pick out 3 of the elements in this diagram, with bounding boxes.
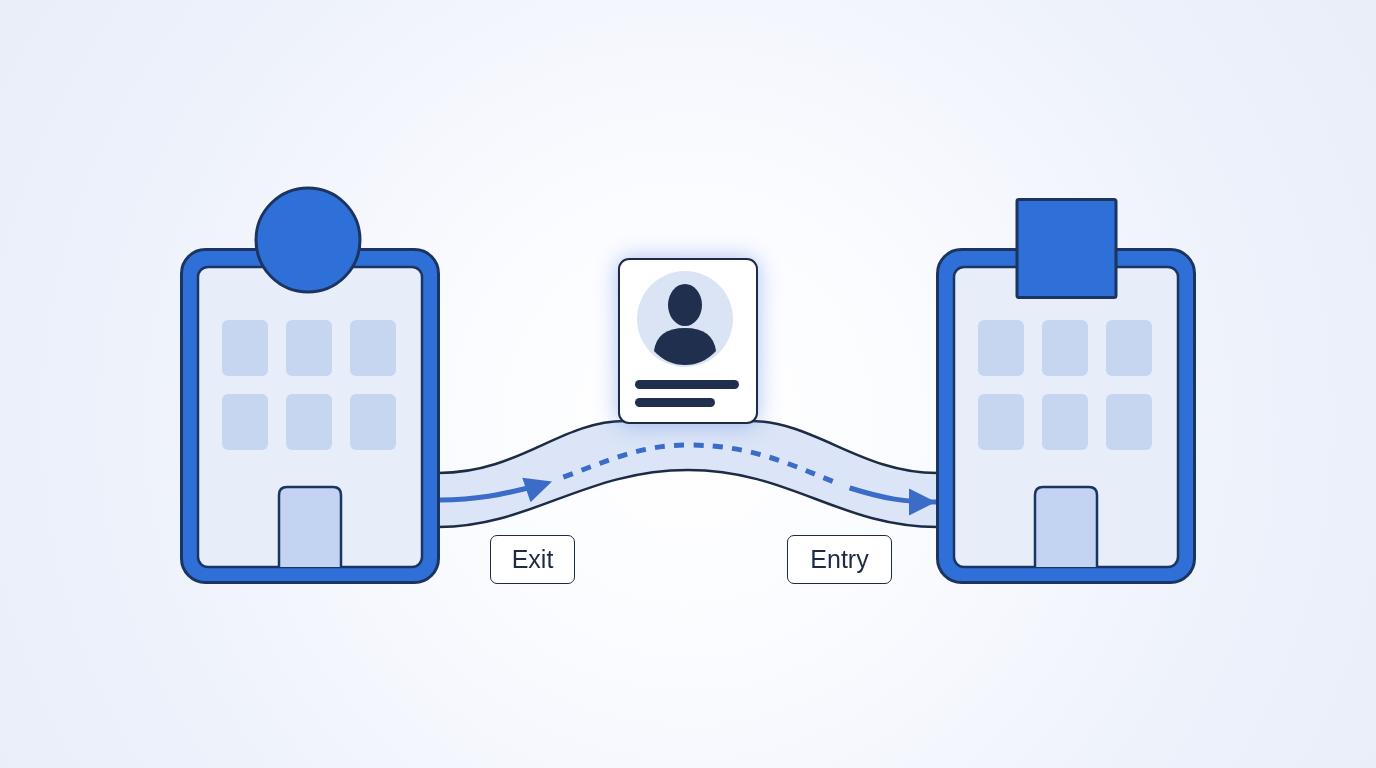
label-tag: Entry	[787, 535, 892, 584]
id-card	[618, 258, 758, 424]
label-tag: Exit	[490, 535, 575, 584]
